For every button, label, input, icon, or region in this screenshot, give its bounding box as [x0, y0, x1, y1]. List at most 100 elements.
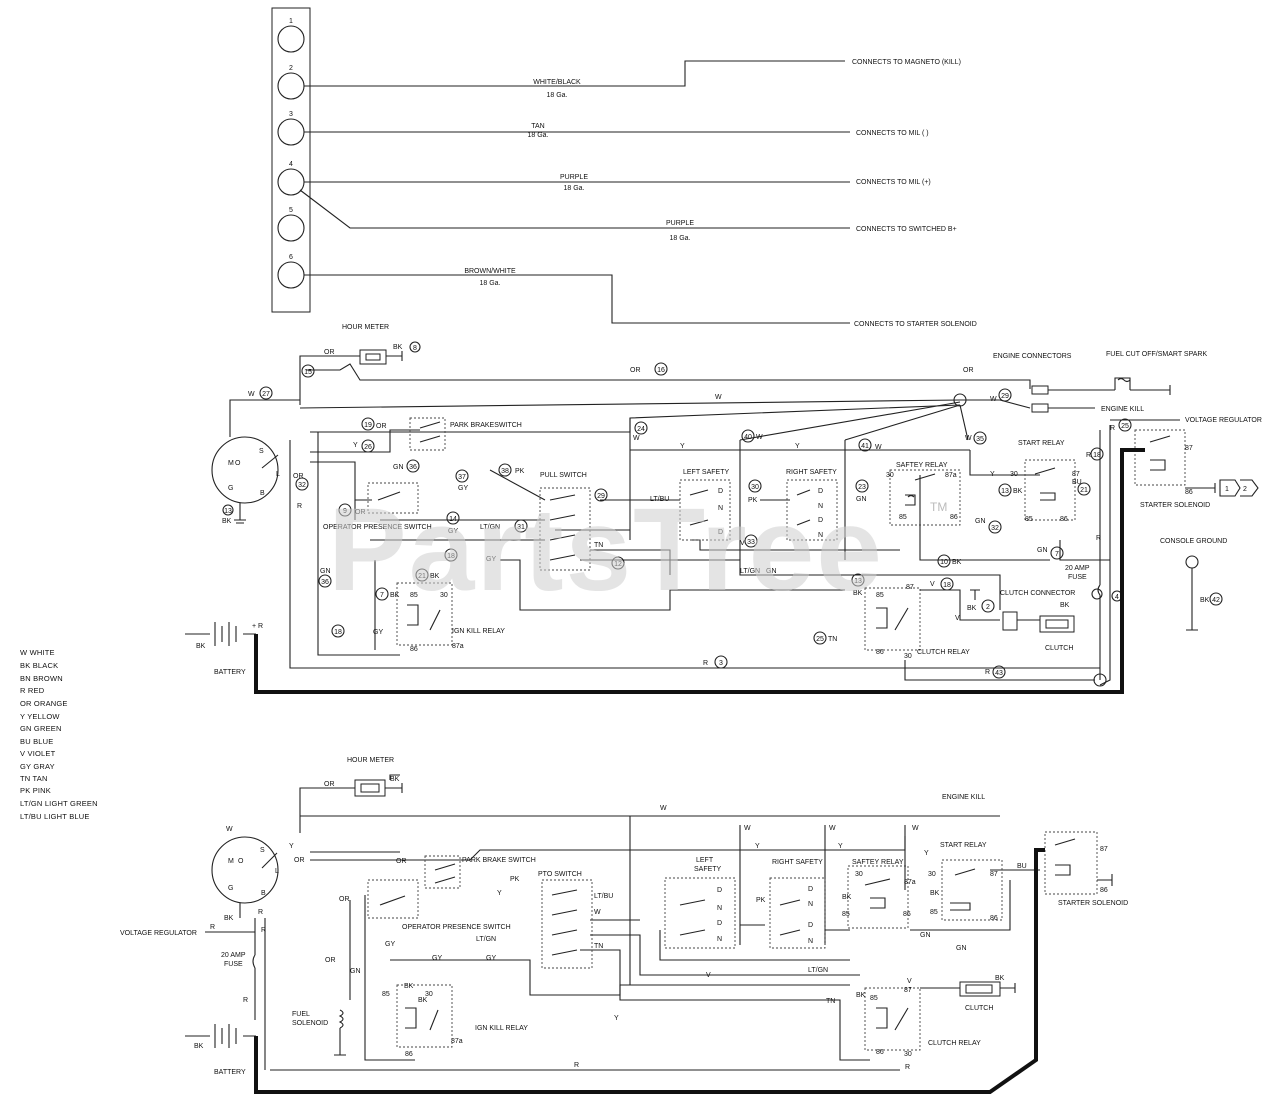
svg-text:29: 29: [597, 493, 605, 500]
svg-text:R: R: [210, 924, 215, 931]
svg-text:36: 36: [409, 464, 417, 471]
wire-destination-label: CONNECTS TO STARTER SOLENOID: [854, 321, 977, 328]
svg-text:BK: BK: [952, 559, 962, 566]
svg-text:STARTER SOLENOID: STARTER SOLENOID: [1140, 502, 1210, 509]
svg-text:43: 43: [995, 670, 1003, 677]
svg-text:V: V: [907, 978, 912, 985]
svg-text:18: 18: [447, 553, 455, 560]
svg-text:LEFT: LEFT: [696, 857, 714, 864]
svg-text:2: 2: [289, 65, 293, 72]
svg-text:86: 86: [1185, 489, 1193, 496]
svg-text:30: 30: [425, 991, 433, 998]
svg-text:OR: OR: [963, 367, 974, 374]
svg-text:IGN KILL RELAY: IGN KILL RELAY: [452, 628, 505, 635]
svg-text:2: 2: [986, 604, 990, 611]
operator-presence-switch-2: [367, 879, 419, 919]
svg-text:38: 38: [501, 468, 509, 475]
watermark-trademark: TM: [930, 500, 948, 514]
svg-text:14: 14: [449, 516, 457, 523]
svg-text:GY: GY: [486, 955, 496, 962]
svg-text:86: 86: [1060, 516, 1068, 523]
svg-text:BK: BK: [222, 518, 232, 525]
hour-meter-label: HOUR METER: [342, 324, 389, 331]
svg-text:R: R: [261, 927, 266, 934]
svg-text:30: 30: [1010, 471, 1018, 478]
svg-text:R: R: [258, 909, 263, 916]
wire-color-label: PURPLE: [666, 220, 694, 227]
svg-text:BK: BK: [393, 344, 403, 351]
pto-switch: [541, 879, 593, 969]
svg-text:21: 21: [1080, 487, 1088, 494]
svg-text:CLUTCH RELAY: CLUTCH RELAY: [917, 649, 970, 656]
svg-text:R: R: [243, 997, 248, 1004]
svg-text:86: 86: [1100, 887, 1108, 894]
ignition-switch: [211, 436, 279, 504]
svg-text:8: 8: [413, 345, 417, 352]
svg-text:31: 31: [517, 524, 525, 531]
legend-item: BU BLUE: [20, 737, 54, 746]
svg-text:PK: PK: [515, 468, 525, 475]
svg-text:ENGINE KILL: ENGINE KILL: [942, 794, 985, 801]
svg-text:6: 6: [289, 254, 293, 261]
svg-text:GY: GY: [373, 629, 383, 636]
wire-destination-label: CONNECTS TO MAGNETO (KILL): [852, 59, 961, 66]
svg-text:V: V: [740, 540, 745, 547]
svg-text:13: 13: [854, 578, 862, 585]
right-safety-switch: [786, 479, 838, 541]
svg-text:87a: 87a: [451, 1038, 463, 1045]
svg-text:OR: OR: [293, 473, 304, 480]
svg-text:HOUR METER: HOUR METER: [347, 757, 394, 764]
svg-text:S: S: [260, 847, 265, 854]
svg-text:87a: 87a: [945, 472, 957, 479]
svg-text:13: 13: [224, 508, 232, 515]
legend-item: BN BROWN: [20, 674, 63, 683]
svg-text:20 AMP: 20 AMP: [221, 952, 246, 959]
legend-item: R RED: [20, 686, 45, 695]
svg-text:GN: GN: [856, 496, 867, 503]
svg-text:86: 86: [950, 514, 958, 521]
svg-text:19: 19: [364, 422, 372, 429]
svg-text:TN: TN: [594, 943, 603, 950]
svg-text:W: W: [660, 805, 667, 812]
svg-text:BU: BU: [1072, 479, 1082, 486]
svg-text:87a: 87a: [904, 879, 916, 886]
svg-text:BK: BK: [1200, 597, 1210, 604]
circled-number: [409, 341, 421, 353]
svg-text:85: 85: [876, 592, 884, 599]
svg-text:BK: BK: [194, 1043, 204, 1050]
svg-text:R: R: [258, 623, 263, 630]
svg-text:85: 85: [382, 991, 390, 998]
svg-text:R: R: [1110, 425, 1115, 432]
svg-text:SAFETY: SAFETY: [694, 866, 722, 873]
svg-text:GN: GN: [320, 568, 331, 575]
wire-destination-label: CONNECTS TO MIL (+): [856, 179, 931, 186]
clutch-icon-2: [959, 981, 1001, 997]
svg-text:GY: GY: [432, 955, 442, 962]
legend-item: LT/GN LIGHT GREEN: [20, 799, 98, 808]
svg-text:B: B: [261, 890, 266, 897]
svg-text:18: 18: [943, 582, 951, 589]
svg-text:W: W: [594, 909, 601, 916]
svg-text:Y: Y: [795, 443, 800, 450]
svg-text:1: 1: [1225, 486, 1229, 493]
svg-text:W: W: [756, 434, 763, 441]
svg-text:RIGHT SAFETY: RIGHT SAFETY: [786, 469, 837, 476]
svg-text:FUSE: FUSE: [1068, 574, 1087, 581]
svg-text:R: R: [1096, 535, 1101, 542]
svg-text:OR: OR: [396, 858, 407, 865]
svg-text:START RELAY: START RELAY: [940, 842, 987, 849]
battery-symbol: BK + R BATTERY: [185, 622, 263, 676]
svg-text:29: 29: [1001, 393, 1009, 400]
svg-text:37: 37: [458, 474, 466, 481]
svg-text:BK: BK: [196, 643, 206, 650]
svg-text:41: 41: [861, 443, 869, 450]
svg-text:9: 9: [343, 508, 347, 515]
svg-text:32: 32: [298, 482, 306, 489]
ignition-switch-2: [211, 836, 279, 904]
svg-text:20 AMP: 20 AMP: [1065, 565, 1090, 572]
svg-text:85: 85: [930, 909, 938, 916]
svg-text:D: D: [718, 488, 723, 495]
svg-text:BU: BU: [1017, 863, 1027, 870]
svg-text:2: 2: [1243, 486, 1247, 493]
svg-text:87a: 87a: [452, 643, 464, 650]
